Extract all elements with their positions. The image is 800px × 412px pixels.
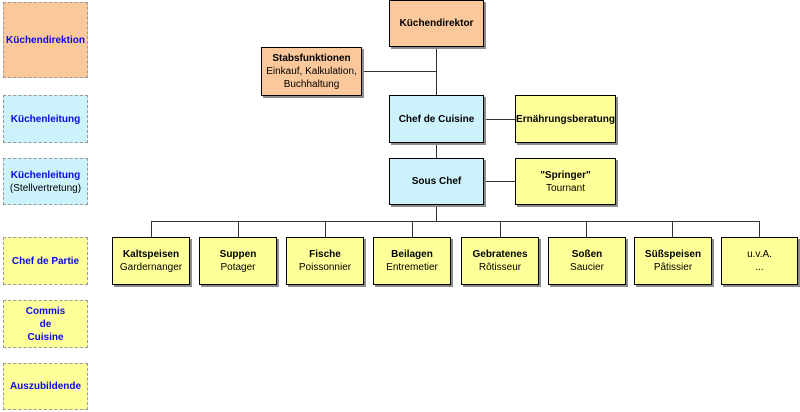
legend-title: Chef de Partie — [11, 255, 80, 267]
node-partie-8: u.v.A. ... — [721, 237, 798, 285]
legend-title: Auszubildende — [9, 381, 82, 392]
legend-title: Küchenleitung — [10, 169, 81, 181]
node-partie-1: Kaltspeisen Gardernanger — [112, 237, 190, 285]
node-stabsfunktionen: Stabsfunktionen Einkauf, Kalkulation, Bu… — [261, 47, 362, 96]
node-springer: "Springer" Tournant — [515, 158, 616, 205]
node-title: Kaltspeisen — [122, 249, 180, 260]
node-subtitle: Entremetier — [386, 262, 438, 273]
node-title: Küchendirektor — [399, 18, 474, 29]
node-subtitle: Poissonnier — [298, 262, 352, 273]
node-subtitle: Rôtisseur — [478, 262, 522, 273]
node-partie-3: Fische Poissonnier — [286, 237, 364, 285]
legend-kuechenleitung: Küchenleitung — [3, 95, 88, 143]
node-subtitle: Gardernanger — [119, 262, 183, 273]
node-partie-6: Soßen Saucier — [548, 237, 626, 285]
legend-auszubildende: Auszubildende — [3, 363, 88, 410]
node-subtitle: Potager — [220, 262, 256, 273]
node-subtitle: Einkauf, Kalkulation, Buchhaltung — [266, 66, 357, 90]
node-title: Süßspeisen — [644, 249, 702, 260]
node-partie-7: Süßspeisen Pâtissier — [634, 237, 712, 285]
node-ernaehrungsberatung: Ernährungsberatung — [515, 95, 616, 143]
node-partie-2: Suppen Potager — [199, 237, 277, 285]
node-title: Sous Chef — [411, 176, 462, 187]
legend-kuechenleitung-stellvertretung: Küchenleitung (Stellvertretung) — [3, 158, 88, 205]
node-subtitle: Pâtissier — [653, 262, 693, 273]
node-title: Suppen — [219, 249, 257, 260]
node-title: "Springer" — [540, 169, 591, 181]
node-partie-4: Beilagen Entremetier — [373, 237, 451, 285]
legend-subtitle: (Stellvertretung) — [9, 182, 82, 194]
node-partie-5: Gebratenes Rôtisseur — [461, 237, 539, 285]
node-title: Chef de Cuisine — [398, 113, 475, 125]
node-kuechendirektor: Küchendirektor — [389, 0, 484, 47]
node-subtitle: u.v.A. ... — [747, 249, 772, 273]
node-subtitle: Tournant — [546, 182, 585, 194]
legend-chef-de-partie: Chef de Partie — [3, 237, 88, 285]
node-title: Gebratenes — [472, 249, 528, 260]
legend-kuechendirektion: Küchendirektion — [3, 2, 88, 78]
node-title: Fische — [309, 249, 341, 260]
legend-title: Küchenleitung — [10, 113, 81, 125]
node-sous-chef: Sous Chef — [389, 158, 484, 205]
node-title: Beilagen — [391, 249, 433, 260]
node-subtitle: Saucier — [570, 262, 604, 273]
node-title: Stabsfunktionen — [272, 53, 351, 64]
legend-title: Commis de Cuisine — [25, 305, 66, 343]
legend-commis-de-cuisine: Commis de Cuisine — [3, 300, 88, 348]
node-title: Soßen — [571, 249, 603, 260]
node-chef-de-cuisine: Chef de Cuisine — [389, 95, 484, 143]
node-title: Ernährungsberatung — [516, 113, 615, 125]
legend-title: Küchendirektion — [6, 34, 85, 46]
